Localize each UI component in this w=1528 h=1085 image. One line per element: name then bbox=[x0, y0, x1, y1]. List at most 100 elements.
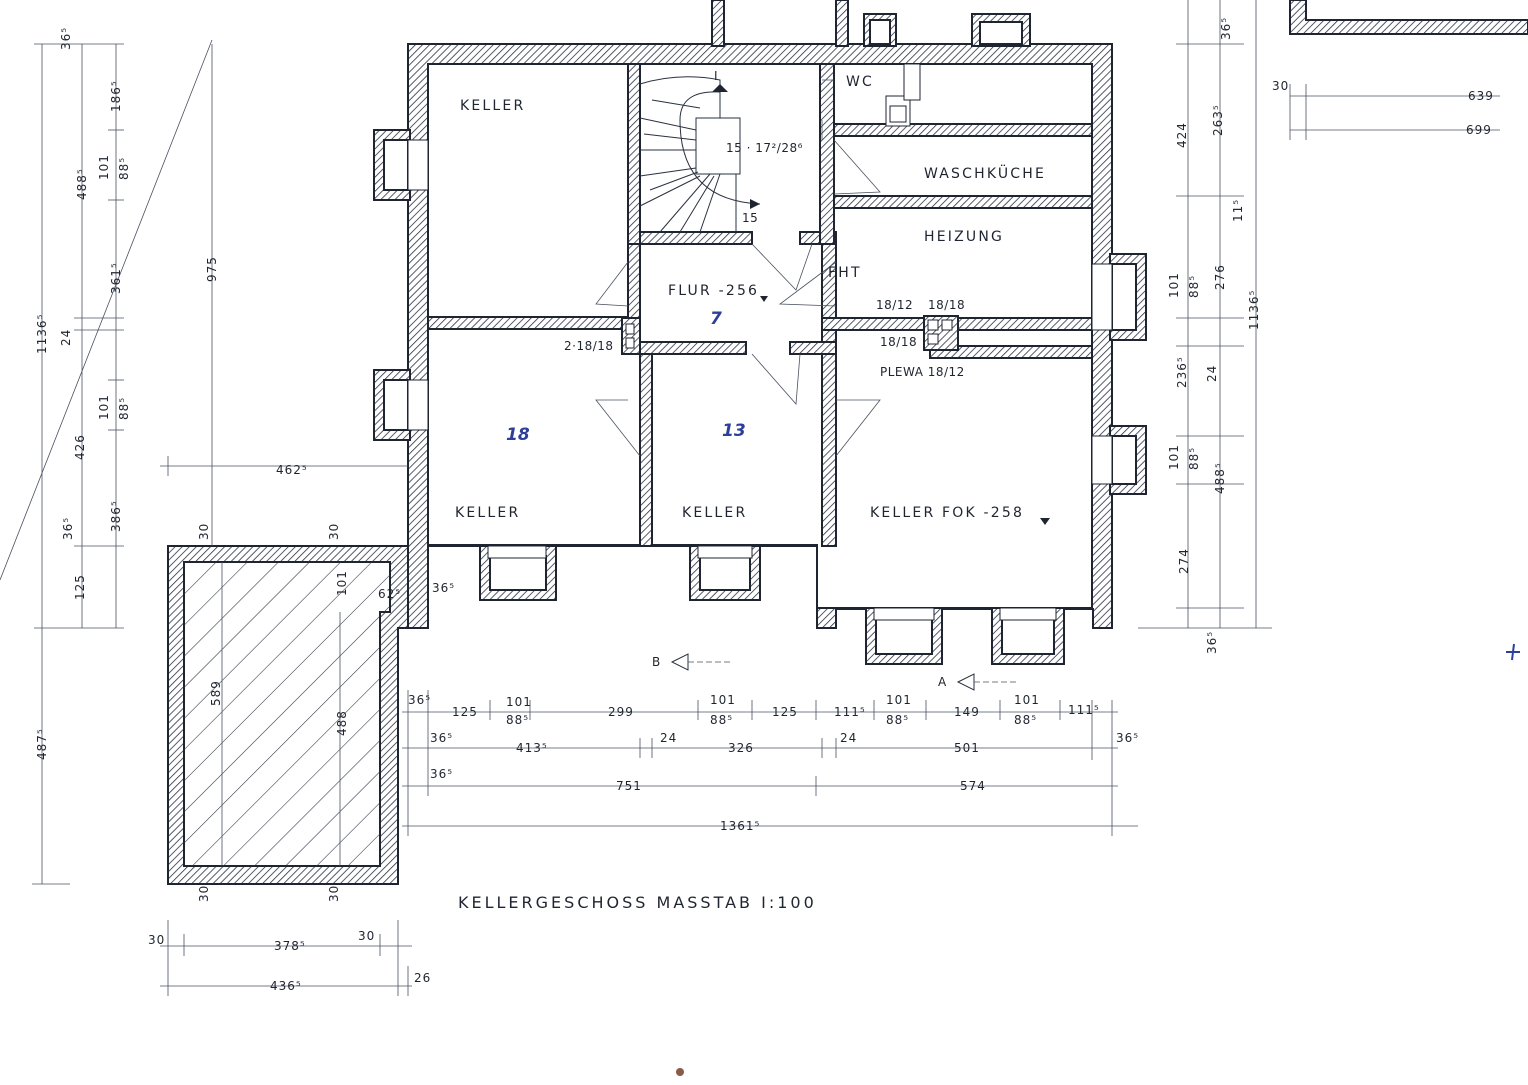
dim-r-6: 88⁵ bbox=[1187, 275, 1201, 298]
dim-l-16: 462⁵ bbox=[276, 463, 308, 477]
note-stair-mark: I bbox=[714, 69, 718, 83]
dim-b3-0: 36⁵ bbox=[430, 767, 453, 781]
dim-l-4: 488⁵ bbox=[75, 168, 89, 200]
dim-b1-13: 88⁵ bbox=[1014, 713, 1037, 727]
plan-notes: 15 · 17²/28⁶ 15 I 18/12 18/18 18/18 2·18… bbox=[564, 69, 965, 379]
dim-b2-2: 24 bbox=[660, 731, 677, 745]
dim-r-0: 36⁵ bbox=[1219, 17, 1233, 40]
dim-ab-0: 30 bbox=[148, 933, 165, 947]
dim-r-14: 36⁵ bbox=[1205, 631, 1219, 654]
dim-b2-0: 36⁵ bbox=[430, 731, 453, 745]
dim-tr-2: 699 bbox=[1466, 123, 1492, 137]
dim-a-8: 36⁵ bbox=[432, 581, 455, 595]
dim-l-5: 361⁵ bbox=[109, 262, 123, 294]
wall-keller-mid-left bbox=[639, 353, 653, 547]
wall-heizung-top bbox=[833, 195, 1093, 209]
wall-stub-top-left bbox=[711, 0, 725, 47]
dim-l-1: 186⁵ bbox=[109, 80, 123, 112]
well-west-top bbox=[373, 129, 411, 201]
room-flur: FLUR -256 bbox=[668, 283, 759, 299]
dim-b1-3: 88⁵ bbox=[506, 713, 529, 727]
room-wc: WC bbox=[846, 74, 874, 90]
neighbour-wall bbox=[1289, 0, 1528, 35]
dim-r-5: 101 bbox=[1167, 272, 1181, 298]
dims-topright: 30 639 699 bbox=[1272, 79, 1493, 137]
dim-b2-3: 326 bbox=[728, 741, 754, 755]
well-west-bottom bbox=[373, 369, 411, 441]
note-stair: 15 · 17²/28⁶ bbox=[726, 141, 803, 155]
wall-stair-right bbox=[819, 63, 835, 245]
dim-r-8: 236⁵ bbox=[1175, 356, 1189, 388]
dim-b1-0: 36⁵ bbox=[408, 693, 431, 707]
hand-sw: 18 bbox=[506, 425, 530, 445]
dim-l-11: 426 bbox=[73, 434, 87, 460]
dim-l-15: 487⁵ bbox=[35, 728, 49, 760]
dim-l-7: 1136⁵ bbox=[35, 314, 49, 354]
dim-b1-5: 101 bbox=[710, 693, 736, 707]
dim-b1-10: 88⁵ bbox=[886, 713, 909, 727]
outer-wall bbox=[407, 43, 1113, 629]
dim-ab-4: 26 bbox=[414, 971, 431, 985]
room-keller-nw: KELLER bbox=[460, 98, 525, 114]
dims-bottom: 36⁵ 125 101 88⁵ 299 101 88⁵ 125 111⁵ 101… bbox=[408, 693, 1138, 833]
dim-l-3: 88⁵ bbox=[117, 157, 131, 180]
dim-r-2: 263⁵ bbox=[1211, 104, 1225, 136]
note-chimney-3: 18/18 bbox=[880, 335, 917, 349]
well-east-2 bbox=[1109, 425, 1147, 495]
dim-a-2: 30 bbox=[197, 885, 211, 902]
dim-b1-2: 101 bbox=[506, 695, 532, 709]
dim-a-5: 488 bbox=[335, 710, 349, 736]
dim-a-6: 101 bbox=[335, 570, 349, 596]
dim-r-13: 274 bbox=[1177, 548, 1191, 574]
dim-r-4: 276 bbox=[1213, 264, 1227, 290]
wall-keller-se-top bbox=[929, 345, 1093, 359]
dim-b1-8: 111⁵ bbox=[834, 705, 866, 719]
wall-keller-mid-right bbox=[821, 353, 837, 547]
wall-wc-bottom bbox=[833, 123, 1093, 137]
room-labels: KELLER WC WASCHKÜCHE HEIZUNG FHT FLUR -2… bbox=[455, 74, 1050, 525]
dim-b1-11: 149 bbox=[954, 705, 980, 719]
dims-annex: 30 30 30 30 589 488 101 62⁵ 36⁵ bbox=[197, 523, 455, 902]
wall-flur-bottom-right bbox=[789, 341, 837, 355]
dim-b1-1: 125 bbox=[452, 705, 478, 719]
plan-title: KELLERGESCHOSS MASSTAB I:100 bbox=[458, 893, 817, 912]
dim-b3-2: 574 bbox=[960, 779, 986, 793]
chimney-top-2 bbox=[971, 13, 1031, 47]
dim-l-6: 975 bbox=[205, 256, 219, 282]
section-b-label: B bbox=[652, 655, 661, 669]
dim-l-2: 101 bbox=[97, 154, 111, 180]
dim-b2-4: 24 bbox=[840, 731, 857, 745]
dim-r-7: 1136⁵ bbox=[1247, 290, 1261, 330]
pencil-guide-line bbox=[0, 39, 213, 581]
dim-b2-1: 413⁵ bbox=[516, 741, 548, 755]
room-waschkueche: WASCHKÜCHE bbox=[924, 164, 1046, 182]
dim-r-10: 101 bbox=[1167, 444, 1181, 470]
dims-right: 36⁵ 424 263⁵ 11⁵ 276 101 88⁵ 1136⁵ 236⁵ … bbox=[1167, 17, 1261, 654]
room-keller-mid: KELLER bbox=[682, 505, 747, 521]
dims-annex-bottom: 30 378⁵ 30 436⁵ 26 bbox=[148, 929, 431, 993]
wall-stair-left bbox=[627, 63, 641, 245]
section-markers: B A bbox=[652, 653, 1016, 691]
note-plewa: PLEWA 18/12 bbox=[880, 365, 965, 379]
room-fht: FHT bbox=[828, 265, 862, 281]
note-chimney-2: 18/18 bbox=[928, 298, 965, 312]
chimney-top-1 bbox=[863, 13, 897, 47]
dim-b1-4: 299 bbox=[608, 705, 634, 719]
dim-l-14: 125 bbox=[73, 574, 87, 600]
section-a-label: A bbox=[938, 675, 947, 689]
chimney-left bbox=[621, 317, 641, 355]
note-chimney-1: 18/12 bbox=[876, 298, 913, 312]
room-keller-sw: KELLER bbox=[455, 505, 520, 521]
dim-a-3: 30 bbox=[327, 885, 341, 902]
dim-b1-14: 111⁵ bbox=[1068, 703, 1100, 717]
annex bbox=[167, 545, 409, 885]
dim-ab-2: 30 bbox=[358, 929, 375, 943]
dim-b1-12: 101 bbox=[1014, 693, 1040, 707]
dim-l-9: 101 bbox=[97, 394, 111, 420]
dim-b1-6: 88⁵ bbox=[710, 713, 733, 727]
dim-a-0: 30 bbox=[197, 523, 211, 540]
pen-mark bbox=[1506, 643, 1520, 661]
well-east-1 bbox=[1109, 253, 1147, 341]
